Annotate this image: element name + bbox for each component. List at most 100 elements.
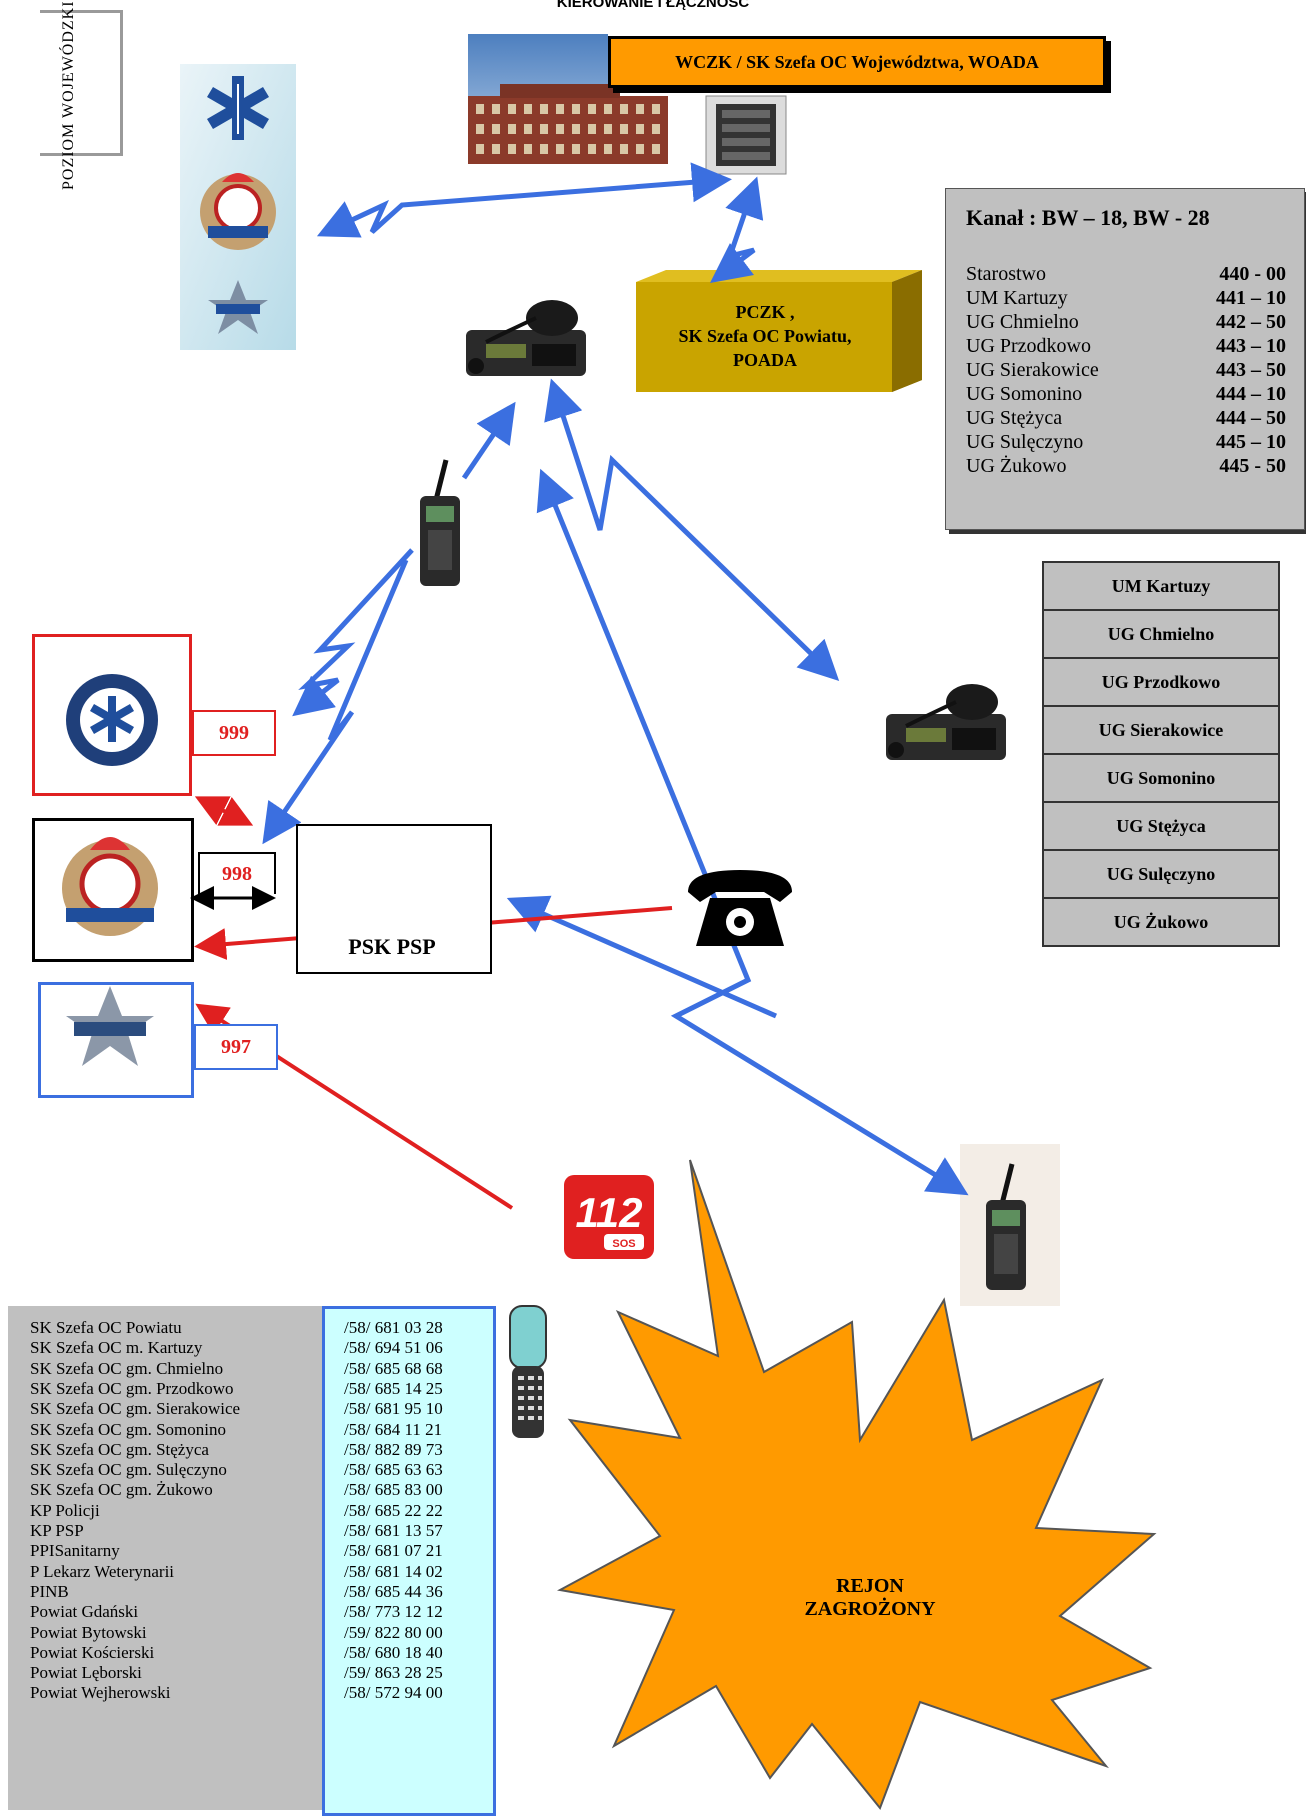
contact-phone: /58/ 572 94 00 [344, 1683, 443, 1702]
channel-code: 443 – 50 [1216, 359, 1286, 381]
pczk-line: PCZK , [735, 302, 795, 322]
police-number: 997 [194, 1024, 278, 1070]
channel-name: UG Chmielno [966, 311, 1079, 333]
municipality-item: UG Somonino [1042, 753, 1280, 803]
psp-logo [62, 837, 158, 936]
channel-code: 443 – 10 [1216, 335, 1286, 357]
contact-phone: /58/ 684 11 21 [344, 1420, 443, 1439]
channel-row: UG Somonino 444 – 10 [966, 383, 1286, 406]
municipality-list: UM Kartuzy UG Chmielno UG Przodkowo UG S… [1042, 561, 1280, 947]
contact-phone: /58/ 685 83 00 [344, 1480, 443, 1499]
channel-name: UG Stężyca [966, 407, 1063, 429]
channel-row: UG Sierakowice 443 – 50 [966, 359, 1286, 382]
contact-name: SK Szefa OC gm. Chmielno [30, 1359, 224, 1378]
contact-phone: /58/ 685 68 68 [344, 1359, 443, 1378]
mobile-radio-right [884, 682, 1008, 762]
psk-box [296, 824, 492, 974]
channel-code: 442 – 50 [1216, 311, 1286, 333]
contact-phone: /58/ 773 12 12 [344, 1602, 443, 1621]
contact-name: Powiat Bytowski [30, 1623, 147, 1642]
contact-phone: /58/ 685 44 36 [344, 1582, 443, 1601]
contact-phone: /58/ 685 63 63 [344, 1460, 443, 1479]
contact-phone: /58/ 681 07 21 [344, 1541, 443, 1560]
contact-name: Powiat Lęborski [30, 1663, 142, 1682]
danger-zone-line: REJON [836, 1575, 904, 1597]
channel-code: 441 – 10 [1216, 287, 1286, 309]
building-photo [468, 34, 668, 164]
channel-code: 445 - 50 [1219, 455, 1286, 477]
contact-phone: /58/ 681 13 57 [344, 1521, 443, 1540]
svg-text:SOS: SOS [612, 1238, 635, 1250]
handheld-radio-right [960, 1144, 1060, 1306]
police-star-icon [208, 280, 268, 334]
danger-zone-line: ZAGROŻONY [804, 1598, 936, 1620]
ambulance-number: 999 [192, 710, 276, 756]
contact-name: Powiat Kościerski [30, 1643, 155, 1662]
psp-emblem-icon [200, 173, 276, 250]
channel-row: UG Żukowo 445 - 50 [966, 455, 1286, 478]
municipality-item: UG Sulęczyno [1042, 849, 1280, 899]
municipality-item: UG Chmielno [1042, 609, 1280, 659]
mobile-phone-icon [509, 1305, 547, 1438]
channel-name: UG Żukowo [966, 455, 1067, 477]
contact-phone: /58/ 680 18 40 [344, 1643, 443, 1662]
contact-phone: /59/ 822 80 00 [344, 1623, 443, 1642]
fire-frame [32, 818, 194, 962]
channel-code: 444 – 50 [1216, 407, 1286, 429]
contact-name: SK Szefa OC gm. Sierakowice [30, 1399, 241, 1418]
contact-phone: /58/ 694 51 06 [344, 1338, 443, 1357]
contact-phone: /58/ 685 14 25 [344, 1379, 443, 1398]
contact-phone: /58/ 681 14 02 [344, 1562, 443, 1581]
contact-name: SK Szefa OC gm. Żukowo [30, 1480, 213, 1499]
pczk-line: SK Szefa OC Powiatu, [678, 326, 852, 346]
ambulance-frame [32, 634, 192, 796]
psk-label: PSK PSP [348, 934, 436, 959]
handheld-radio-left [420, 460, 460, 586]
diagram-title: KIEROWANIE I ŁĄCZNOŚĆ [556, 0, 750, 11]
contact-name: Powiat Wejherowski [30, 1683, 171, 1702]
contact-phone: /58/ 681 95 10 [344, 1399, 443, 1418]
channel-name: UG Sierakowice [966, 359, 1099, 381]
channel-name: UM Kartuzy [966, 287, 1068, 309]
municipality-item: UM Kartuzy [1042, 561, 1280, 611]
contact-name: KP PSP [30, 1521, 84, 1540]
server-rack [705, 95, 787, 175]
pczk-label: PCZK , SK Szefa OC Powiatu, POADA [640, 300, 890, 372]
channel-row: UG Chmielno 442 – 50 [966, 311, 1286, 334]
contact-name: SK Szefa OC gm. Przodkowo [30, 1379, 234, 1398]
contacts-phones-panel [322, 1306, 496, 1816]
fire-number: 998 [198, 852, 276, 894]
telephone-icon [688, 870, 792, 946]
star-of-life-icon [207, 76, 269, 140]
pczk-line: POADA [733, 350, 797, 370]
contact-phone: /58/ 882 89 73 [344, 1440, 443, 1459]
municipality-item: UG Stężyca [1042, 801, 1280, 851]
channel-name: UG Somonino [966, 383, 1083, 405]
municipality-item: UG Żukowo [1042, 897, 1280, 947]
channel-code: 440 - 00 [1219, 263, 1286, 285]
pczk-box [636, 270, 922, 392]
contact-name: SK Szefa OC gm. Somonino [30, 1420, 226, 1439]
channel-name: UG Sulęczyno [966, 431, 1084, 453]
channel-heading: Kanał : BW – 18, BW - 28 [966, 205, 1210, 230]
wczk-box: WCZK / SK Szefa OC Województwa, WOADA [608, 36, 1106, 88]
channel-row: UG Przodkowo 443 – 10 [966, 335, 1286, 358]
mobile-radio-top [464, 298, 588, 378]
channel-row: UG Stężyca 444 – 50 [966, 407, 1286, 430]
municipality-item: UG Przodkowo [1042, 657, 1280, 707]
contact-name: SK Szefa OC gm. Sulęczyno [30, 1460, 227, 1479]
prm-logo [66, 674, 158, 766]
danger-zone-starburst [556, 1159, 1157, 1810]
channel-name: UG Przodkowo [966, 335, 1091, 357]
municipality-item: UG Sierakowice [1042, 705, 1280, 755]
contact-name: P Lekarz Weterynarii [30, 1562, 175, 1581]
channel-code: 444 – 10 [1216, 383, 1286, 405]
svg-text:112: 112 [576, 1189, 643, 1236]
contact-name: SK Szefa OC gm. Stężyca [30, 1440, 209, 1459]
radio-links [262, 162, 969, 1196]
contacts-names-panel [8, 1306, 323, 1810]
policja-logo [66, 986, 154, 1066]
contact-name: PINB [30, 1582, 69, 1601]
